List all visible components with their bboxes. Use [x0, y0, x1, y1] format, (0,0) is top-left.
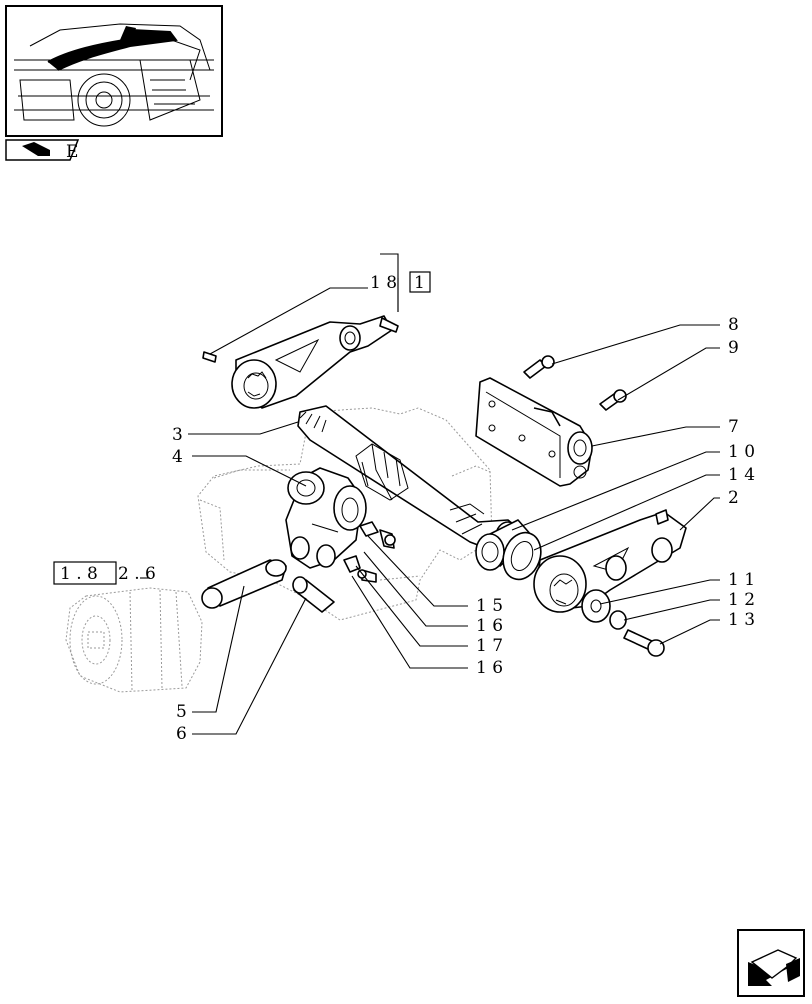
tab-letter: E	[66, 142, 78, 162]
cross-reference[interactable]: 1 . 8 2 . 6	[53, 561, 156, 585]
callout-16a: 1 6	[476, 616, 503, 636]
section-tab[interactable]: E	[5, 139, 80, 162]
pin[interactable]	[292, 576, 335, 613]
lock-ring-12[interactable]	[609, 610, 627, 630]
cross-reference-box	[53, 561, 117, 585]
callout-10: 1 0	[728, 442, 755, 462]
cross-reference-section: 1 . 8	[60, 564, 98, 584]
next-page-button[interactable]	[737, 929, 805, 997]
callout-14: 1 4	[728, 465, 755, 485]
callout-9: 9	[728, 338, 739, 358]
callout-11: 1 1	[728, 570, 755, 590]
cross-reference-page: 2 . 6	[118, 564, 156, 584]
callout-8: 8	[728, 315, 739, 335]
leader-lines	[188, 253, 720, 735]
lift-lever-center[interactable]	[285, 467, 367, 569]
tractor-thumbnail	[5, 5, 223, 137]
lift-arm-upper[interactable]	[202, 315, 399, 409]
callout-18-ref-box	[409, 271, 431, 293]
callout-2: 2	[728, 488, 739, 508]
callout-17: 1 7	[476, 636, 503, 656]
actuating-lever[interactable]	[201, 559, 287, 609]
lift-arm-lower[interactable]	[533, 509, 687, 613]
book-icon	[22, 142, 50, 156]
callout-7: 7	[728, 417, 739, 437]
bolt-13[interactable]	[623, 629, 665, 657]
washer-11[interactable]	[581, 589, 611, 623]
screw-8[interactable]	[523, 355, 555, 379]
callout-6: 6	[176, 724, 187, 744]
callout-5: 5	[176, 702, 187, 722]
callout-18-ref: 1	[414, 273, 425, 293]
next-page-arrow-icon	[748, 949, 800, 986]
bracket-plate[interactable]	[475, 377, 593, 487]
callout-16b: 1 6	[476, 658, 503, 678]
callout-3: 3	[172, 425, 183, 445]
callout-12: 1 2	[728, 590, 755, 610]
callout-4: 4	[172, 447, 183, 467]
callout-18: 1 8	[370, 273, 397, 293]
ghost-housing	[65, 407, 493, 693]
callout-labels: 1 8 1 3 4 8 9 7 1 0 1 4 2 1 1 1 2 1 3 1 …	[172, 271, 755, 744]
screw-9[interactable]	[599, 389, 627, 411]
callout-15: 1 5	[476, 596, 503, 616]
callout-13: 1 3	[728, 610, 755, 630]
